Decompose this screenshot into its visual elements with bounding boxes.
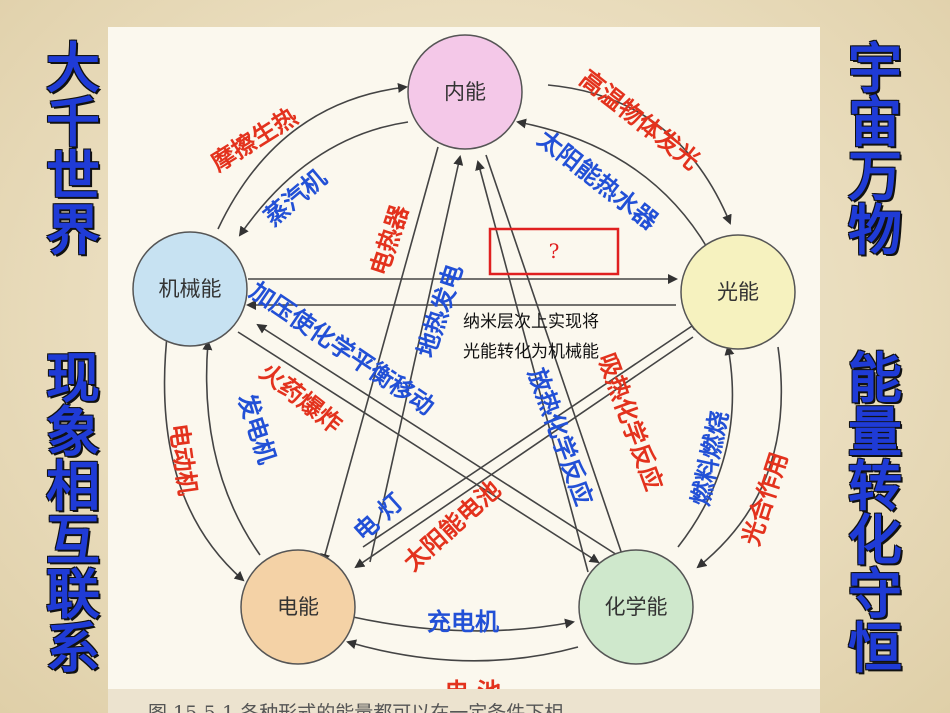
arrow-electric-chemical — [352, 616, 575, 632]
question-mark: ? — [549, 239, 560, 263]
left-title-bottom: 现象相互联系 — [46, 347, 100, 680]
node-light: 光能 — [680, 234, 796, 350]
arrow-internal-light — [547, 84, 732, 225]
svg-text:机械能: 机械能 — [159, 277, 222, 301]
arrow-light-chemical — [696, 346, 783, 569]
conversion-arrows — [163, 82, 783, 662]
arrow-mech-internal — [217, 82, 408, 230]
arrow-light-internal — [516, 118, 709, 250]
arrow-chemical-electric — [346, 639, 579, 662]
label-exothermic: 放热化学反应 — [522, 364, 598, 510]
label-friction: 摩擦生热 — [206, 102, 302, 177]
arrow-internal-electric — [320, 146, 439, 564]
arrow-internal-chemical — [485, 154, 631, 574]
arrow-chemical-internal — [475, 160, 589, 573]
energy-conversion-diagram: 内能 机械能 光能 电能 化学能 ? 纳米层次上实现将 光能转化为机械能 摩擦生… — [108, 27, 820, 713]
arrow-chemical-light — [677, 345, 735, 548]
right-title-bottom: 能量转化守恒 — [848, 347, 902, 680]
left-title-top: 大千世界 — [46, 37, 100, 262]
label-motor: 电动机 — [164, 422, 202, 497]
label-heater: 电热器 — [365, 201, 414, 279]
label-solar-heater: 太阳能热水器 — [532, 125, 663, 236]
caption-strip — [108, 689, 820, 713]
right-title-top: 宇宙万物 — [848, 37, 902, 262]
svg-text:电能: 电能 — [277, 595, 319, 619]
note-line-1: 纳米层次上实现将 — [463, 312, 599, 332]
arrow-mech-electric — [163, 326, 245, 582]
label-fuel: 燃料燃烧 — [686, 409, 733, 509]
label-charger: 充电机 — [427, 608, 499, 636]
arrow-electric-mech — [202, 340, 261, 556]
label-photosynthesis: 光合作用 — [737, 449, 794, 550]
node-electrical: 电能 — [240, 549, 356, 665]
label-generator: 发电机 — [232, 389, 281, 467]
arrow-electric-internal — [369, 155, 464, 563]
figure-caption: 图 15-5-1 各种形式的能量都可以在一定条件下相 — [148, 702, 563, 713]
arrow-internal-mech — [238, 121, 409, 237]
svg-text:内能: 内能 — [444, 80, 486, 104]
svg-text:化学能: 化学能 — [605, 595, 668, 619]
node-internal: 内能 — [407, 34, 523, 150]
arrow-light-electric — [354, 336, 694, 569]
arrow-mech-chemical — [237, 331, 600, 564]
node-chemical: 化学能 — [578, 549, 694, 665]
label-endothermic: 吸热化学反应 — [592, 349, 668, 494]
node-mechanical: 机械能 — [132, 231, 248, 347]
note-line-2: 光能转化为机械能 — [463, 342, 599, 362]
label-thermoelectric: 地热发电 — [412, 261, 468, 361]
svg-text:光能: 光能 — [717, 280, 759, 304]
arrow-chemical-mech — [256, 323, 629, 563]
label-solar-cell: 太阳能电池 — [398, 475, 506, 576]
arrow-electric-light — [362, 320, 700, 548]
question-box — [488, 227, 620, 276]
